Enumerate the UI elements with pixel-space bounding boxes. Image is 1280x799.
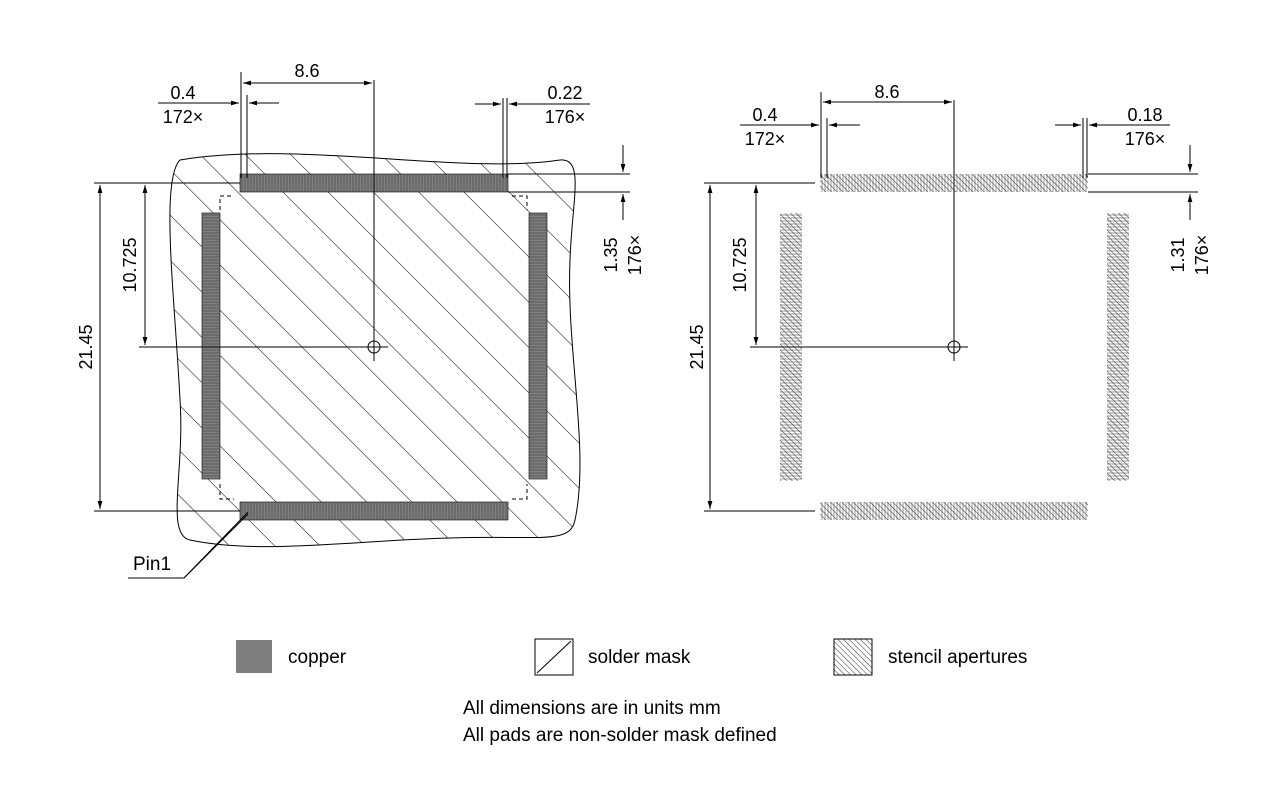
dim-pad-length: 1.35 xyxy=(601,237,621,272)
left-view: 8.6 0.4 172× 0.22 176× 1.35 176× 10.725 … xyxy=(76,61,645,579)
legend-copper-label: copper xyxy=(288,647,347,668)
dim-pitch-count: 172× xyxy=(163,107,204,127)
copper-pad-column-left xyxy=(201,212,221,480)
legend: copper solder mask stencil apertures xyxy=(236,638,1027,676)
pin1-label: Pin1 xyxy=(133,554,171,575)
dim-pad-width-count: 176× xyxy=(545,107,586,127)
legend-stencil-swatch xyxy=(833,638,873,676)
dim-pad-width: 0.22 xyxy=(547,83,582,103)
legend-solder-mask-swatch xyxy=(534,638,574,676)
copper-pads xyxy=(201,173,548,521)
copper-pad-column-right xyxy=(528,212,548,480)
dim-pitch-count-right: 172× xyxy=(745,129,786,149)
dim-pitch: 0.4 xyxy=(170,83,195,103)
note-pads: All pads are non-solder mask defined xyxy=(463,725,777,746)
dim-full-span-y-right: 21.45 xyxy=(687,324,707,369)
dim-half-span-x: 8.6 xyxy=(294,61,319,81)
dim-pad-length-right: 1.31 xyxy=(1168,237,1188,272)
dim-half-span-y-right: 10.725 xyxy=(730,237,750,292)
dim-pad-width-right: 0.18 xyxy=(1127,105,1162,125)
legend-copper-swatch xyxy=(236,640,272,673)
dim-pitch-right: 0.4 xyxy=(752,105,777,125)
dim-pad-length-count-right: 176× xyxy=(1192,235,1212,276)
dim-pad-width-count-right: 176× xyxy=(1125,129,1166,149)
legend-stencil-label: stencil apertures xyxy=(888,647,1027,668)
dim-full-span-y: 21.45 xyxy=(76,324,96,369)
dim-pad-length-count: 176× xyxy=(625,235,645,276)
legend-solder-mask-label: solder mask xyxy=(588,647,691,668)
dim-half-span-y: 10.725 xyxy=(120,237,140,292)
package-outline-corners xyxy=(219,195,528,500)
dim-half-span-x-right: 8.6 xyxy=(874,82,899,102)
right-view: 8.6 0.4 172× 0.18 176× 1.31 176× 10.725 … xyxy=(687,82,1212,520)
note-units: All dimensions are in units mm xyxy=(463,698,721,719)
